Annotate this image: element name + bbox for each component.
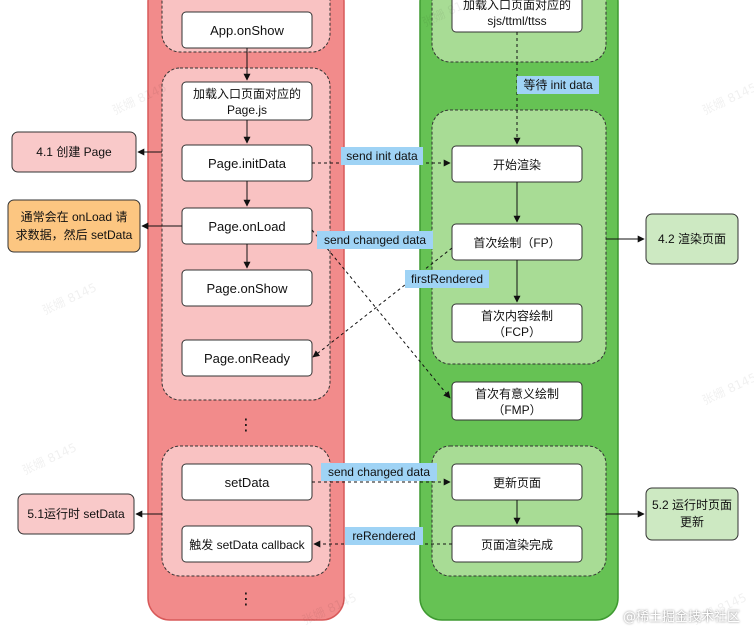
edge-label-send-changed-1: send changed data bbox=[317, 231, 433, 249]
node-page-initdata: Page.initData bbox=[181, 144, 313, 182]
edge-label-send-init: send init data bbox=[341, 147, 423, 165]
node-page-render-done: 页面渲染完成 bbox=[451, 525, 583, 563]
node-fmp-line2: （FMP） bbox=[492, 403, 541, 417]
edge-label-send-changed-2: send changed data bbox=[321, 463, 437, 481]
node-update-page-label: 更新页面 bbox=[493, 475, 541, 490]
node-update-page: 更新页面 bbox=[451, 463, 583, 501]
edge-label-wait-init: 等待 init data bbox=[517, 76, 599, 94]
side-box-render-page: 4.2 渲染页面 bbox=[645, 213, 739, 265]
node-app-onshow: App.onShow bbox=[181, 11, 313, 49]
edge-label-re-rendered-text: reRendered bbox=[352, 529, 415, 543]
node-load-sjs-line1: 加载入口页面对应的 bbox=[463, 0, 571, 12]
side-box-create-page: 4.1 创建 Page bbox=[11, 131, 137, 173]
edge-label-re-rendered: reRendered bbox=[345, 527, 423, 545]
edge-label-wait-init-text: 等待 init data bbox=[523, 78, 593, 92]
edge-label-send-changed-2-text: send changed data bbox=[328, 465, 430, 479]
node-start-render: 开始渲染 bbox=[451, 145, 583, 183]
side-box-runtime-update-line2: 更新 bbox=[680, 514, 704, 529]
node-page-render-done-label: 页面渲染完成 bbox=[481, 537, 553, 552]
arrow-send-changed-fmp bbox=[311, 229, 451, 399]
edge-label-send-changed-1-text: send changed data bbox=[324, 233, 426, 247]
node-page-onready-label: Page.onReady bbox=[204, 351, 291, 366]
edge-label-first-rendered: firstRendered bbox=[405, 270, 489, 288]
node-set-data-callback-label: 触发 setData callback bbox=[189, 537, 305, 552]
node-fcp-line2: （FCP） bbox=[493, 325, 541, 339]
side-box-create-page-label: 4.1 创建 Page bbox=[36, 145, 112, 159]
node-fmp: 首次有意义绘制 （FMP） bbox=[451, 381, 583, 421]
side-box-runtime-setdata-label: 5.1运行时 setData bbox=[27, 507, 125, 521]
edge-label-send-init-text: send init data bbox=[346, 149, 418, 163]
node-page-onshow: Page.onShow bbox=[181, 269, 313, 307]
node-load-sjs-line2: sjs/ttml/ttss bbox=[487, 14, 546, 28]
node-page-onshow-label: Page.onShow bbox=[207, 281, 289, 296]
node-load-page-js: 加载入口页面对应的 Page.js bbox=[181, 81, 313, 121]
node-app-onshow-label: App.onShow bbox=[210, 23, 284, 38]
side-box-onload-tip-line1: 通常会在 onLoad 请 bbox=[21, 210, 128, 224]
side-box-onload-tip: 通常会在 onLoad 请 求数据，然后 setData bbox=[7, 199, 141, 253]
ellipsis-bottom: ⋮ bbox=[238, 591, 254, 608]
node-load-sjs: 加载入口页面对应的 sjs/ttml/ttss bbox=[451, 0, 583, 33]
node-page-onload: Page.onLoad bbox=[181, 207, 313, 245]
node-start-render-label: 开始渲染 bbox=[493, 157, 541, 172]
node-set-data-label: setData bbox=[225, 475, 271, 490]
side-box-onload-tip-line2: 求数据，然后 setData bbox=[16, 227, 133, 242]
node-fcp: 首次内容绘制 （FCP） bbox=[451, 303, 583, 343]
node-fmp-line1: 首次有意义绘制 bbox=[475, 386, 559, 401]
credit-watermark: @稀土掘金技术社区 bbox=[622, 610, 740, 625]
node-set-data-callback: 触发 setData callback bbox=[181, 525, 313, 563]
side-box-runtime-update: 5.2 运行时页面 更新 bbox=[645, 487, 739, 541]
node-page-onload-label: Page.onLoad bbox=[208, 219, 285, 234]
node-set-data: setData bbox=[181, 463, 313, 501]
node-page-initdata-label: Page.initData bbox=[208, 156, 287, 171]
node-fp: 首次绘制（FP） bbox=[451, 223, 583, 261]
ellipsis-middle: ⋮ bbox=[238, 417, 254, 434]
node-fp-label: 首次绘制（FP） bbox=[473, 235, 560, 250]
node-load-page-js-line2: Page.js bbox=[227, 103, 267, 117]
side-box-runtime-update-line1: 5.2 运行时页面 bbox=[652, 498, 732, 512]
node-load-page-js-line1: 加载入口页面对应的 bbox=[193, 86, 301, 101]
node-fcp-line1: 首次内容绘制 bbox=[481, 308, 553, 323]
side-box-runtime-setdata: 5.1运行时 setData bbox=[17, 493, 135, 535]
side-box-render-page-label: 4.2 渲染页面 bbox=[658, 231, 726, 246]
node-page-onready: Page.onReady bbox=[181, 339, 313, 377]
edge-label-first-rendered-text: firstRendered bbox=[411, 272, 483, 286]
